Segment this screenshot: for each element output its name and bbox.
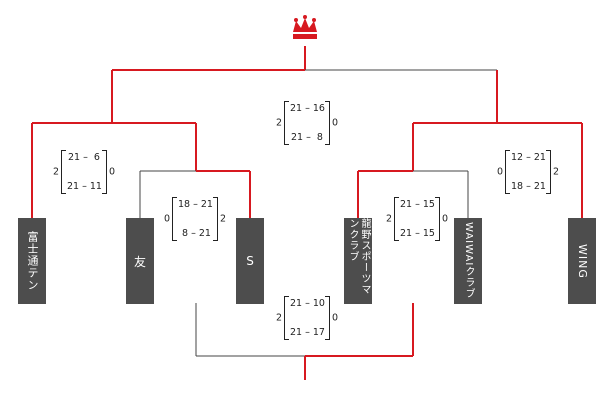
game-2-score: 8 – 21 — [179, 228, 211, 239]
brace-right — [325, 101, 330, 145]
team-label: 友 — [133, 254, 146, 269]
game-1-score: 18 – 21 — [178, 199, 213, 210]
game-1-score: 12 – 21 — [511, 152, 546, 163]
brace-left — [284, 296, 289, 340]
brace-right — [435, 197, 440, 241]
brace-right — [325, 296, 330, 340]
game-2-score: 21 – 17 — [290, 327, 325, 338]
brace-left — [394, 197, 399, 241]
team-ryuno: 龍野スポーツマンクラブ — [344, 218, 372, 304]
score-left-qf: 0 18 – 21 8 – 21 2 — [164, 197, 226, 241]
score-right-qf: 2 21 – 15 21 – 15 0 — [386, 197, 448, 241]
game-1-score: 21 – 15 — [400, 199, 435, 210]
sets-left: 0 — [164, 213, 171, 225]
score-right-semi: 0 12 – 21 18 – 21 2 — [497, 150, 559, 194]
game-2-score: 21 – 11 — [67, 181, 102, 192]
brace-left — [61, 150, 66, 194]
sets-left: 2 — [276, 312, 283, 324]
score-third-place: 2 21 – 10 21 – 17 0 — [276, 296, 338, 340]
sets-left: 2 — [276, 117, 283, 129]
team-label: 富士通テン — [26, 231, 39, 291]
brace-left — [505, 150, 510, 194]
team-tomo: 友 — [126, 218, 154, 304]
sets-right: 0 — [108, 166, 115, 178]
game-2-score: 21 – 15 — [400, 228, 435, 239]
team-s: S — [236, 218, 264, 304]
sets-left: 0 — [497, 166, 504, 178]
team-fujitsu: 富士通テン — [18, 218, 46, 304]
game-2-score: 18 – 21 — [511, 181, 546, 192]
team-label: 龍野スポーツマンクラブ — [347, 218, 370, 295]
sets-left: 2 — [53, 166, 60, 178]
team-label: S — [246, 254, 254, 268]
sets-right: 2 — [552, 166, 559, 178]
sets-right: 0 — [441, 213, 448, 225]
game-2-score: 21 – 8 — [291, 132, 323, 143]
team-label: WAIWAIクラブ — [463, 222, 474, 300]
game-1-score: 21 – 6 — [68, 152, 100, 163]
team-waiwai: WAIWAIクラブ — [454, 218, 482, 304]
brace-left — [172, 197, 177, 241]
sets-right: 0 — [331, 117, 338, 129]
sets-left: 2 — [386, 213, 393, 225]
brace-right — [102, 150, 107, 194]
game-1-score: 21 – 10 — [290, 298, 325, 309]
brace-right — [546, 150, 551, 194]
team-label: WING — [576, 243, 589, 279]
score-left-semi: 2 21 – 6 21 – 11 0 — [53, 150, 115, 194]
score-final: 2 21 – 16 21 – 8 0 — [276, 101, 338, 145]
brace-left — [284, 101, 289, 145]
team-wing: WING — [568, 218, 596, 304]
brace-right — [213, 197, 218, 241]
crown-icon — [293, 15, 317, 39]
game-1-score: 21 – 16 — [290, 103, 325, 114]
sets-right: 0 — [331, 312, 338, 324]
sets-right: 2 — [219, 213, 226, 225]
